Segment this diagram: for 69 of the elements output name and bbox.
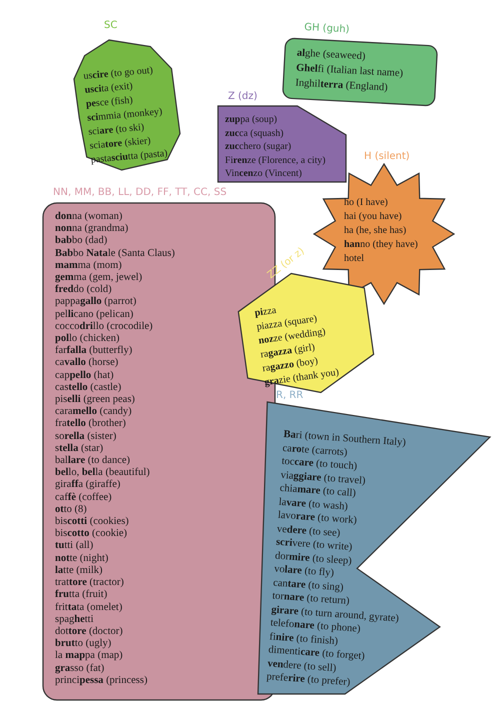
- word-entry: coccodrillo (crocodile): [55, 320, 153, 334]
- word-entry: Inghilterra (England): [294, 78, 388, 96]
- word-entry: toccare (to touch): [281, 456, 358, 472]
- word-entry: caffè (coffee): [55, 492, 112, 504]
- word-entry: zuppa (soup): [225, 113, 277, 126]
- word-entry: ha (he, she has): [344, 224, 406, 238]
- word-entry: cappello (hat): [55, 370, 114, 382]
- word-entry: carote (carrots): [282, 442, 348, 458]
- word-entry: sorella (sister): [55, 430, 116, 443]
- word-entry: la mappa (map): [55, 650, 123, 663]
- word-entry: preferire (to prefer): [266, 671, 351, 690]
- word-entry: frutta (fruit): [55, 589, 108, 602]
- word-entry: pappagallo (parrot): [55, 296, 136, 309]
- word-entry: ballare (to dance): [55, 455, 130, 468]
- group-heading: H (silent): [364, 151, 410, 162]
- word-entry: hai (you have): [344, 210, 402, 224]
- group-heading: SC: [104, 20, 118, 31]
- word-entry: pollo (chicken): [55, 333, 120, 346]
- word-entry: trattore (tractor): [55, 577, 124, 590]
- word-entry: Ghelfi (Italian last name): [296, 62, 404, 80]
- group-heading: Z (dz): [228, 91, 258, 102]
- word-entry: castello (castle): [55, 382, 122, 394]
- word-entry: nonna (grandma): [55, 223, 128, 236]
- word-entry: ho (I have): [344, 196, 388, 210]
- word-entry: notte (night): [55, 552, 108, 565]
- word-entry: gemma (gem, jewel): [55, 272, 142, 284]
- word-entry: Babbo Natale (Santa Claus): [55, 248, 175, 260]
- word-entry: freddo (cold): [55, 284, 112, 296]
- word-entry: biscotti (cookies): [55, 516, 129, 528]
- word-entry: zucchero (sugar): [225, 140, 292, 154]
- word-entry: bello, bella (beautiful): [55, 467, 150, 480]
- word-entry: latte (milk): [55, 564, 103, 578]
- word-entry: pellicano (pelican): [55, 308, 134, 321]
- word-entry: hotel: [344, 252, 364, 266]
- word-entry: otto (8): [55, 504, 87, 516]
- word-entry: spaghetti: [55, 614, 94, 626]
- word-entry: Vincenzo (Vincent): [225, 167, 302, 180]
- group-heading: NN, MM, BB, LL, DD, FF, TT, CC, SS: [53, 187, 227, 198]
- word-entry: brutto (ugly): [55, 638, 112, 650]
- word-entry: piselli (green peas): [55, 394, 135, 406]
- word-entry: Firenze (Florence, a city): [225, 154, 326, 167]
- word-entry: stella (star): [55, 442, 104, 456]
- word-entry: fratello (brother): [55, 418, 126, 431]
- word-entry: babbo (dad): [55, 235, 108, 248]
- word-entry: cavallo (horse): [55, 357, 118, 370]
- group-heading: ZZ (or z): [266, 246, 307, 282]
- word-entry: donna (woman): [55, 211, 122, 224]
- word-entry: principessa (princess): [55, 674, 148, 687]
- word-entry: scrivere (to write): [276, 536, 353, 554]
- word-entry: finire (to finish): [269, 631, 338, 647]
- word-entry: dottore (doctor): [55, 626, 123, 638]
- word-entry: mamma (mom): [55, 260, 122, 272]
- word-entry: uscita (exit): [84, 80, 134, 96]
- word-entry: alghe (seaweed): [296, 46, 366, 64]
- word-entry: frittata (omelet): [55, 602, 122, 614]
- word-entry: pesce (fish): [85, 94, 134, 110]
- word-entry: zucca (squash): [225, 126, 284, 140]
- word-entry: tutti (all): [55, 540, 94, 553]
- word-entry: grasso (fat): [55, 662, 104, 675]
- word-entry: uscire (to go out): [83, 64, 154, 82]
- word-entry: giraffa (giraffe): [55, 479, 120, 492]
- group-heading: R, RR: [276, 390, 304, 401]
- word-entry: hanno (they have): [344, 238, 418, 252]
- word-entry: biscotto (cookie): [55, 528, 128, 540]
- group-heading: GH (guh): [304, 22, 350, 36]
- word-entry: farfalla (butterfly): [55, 345, 132, 358]
- word-entry: caramello (candy): [55, 406, 132, 418]
- word-entry: pizza: [254, 304, 278, 321]
- word-entry: sciare (to ski): [88, 121, 145, 138]
